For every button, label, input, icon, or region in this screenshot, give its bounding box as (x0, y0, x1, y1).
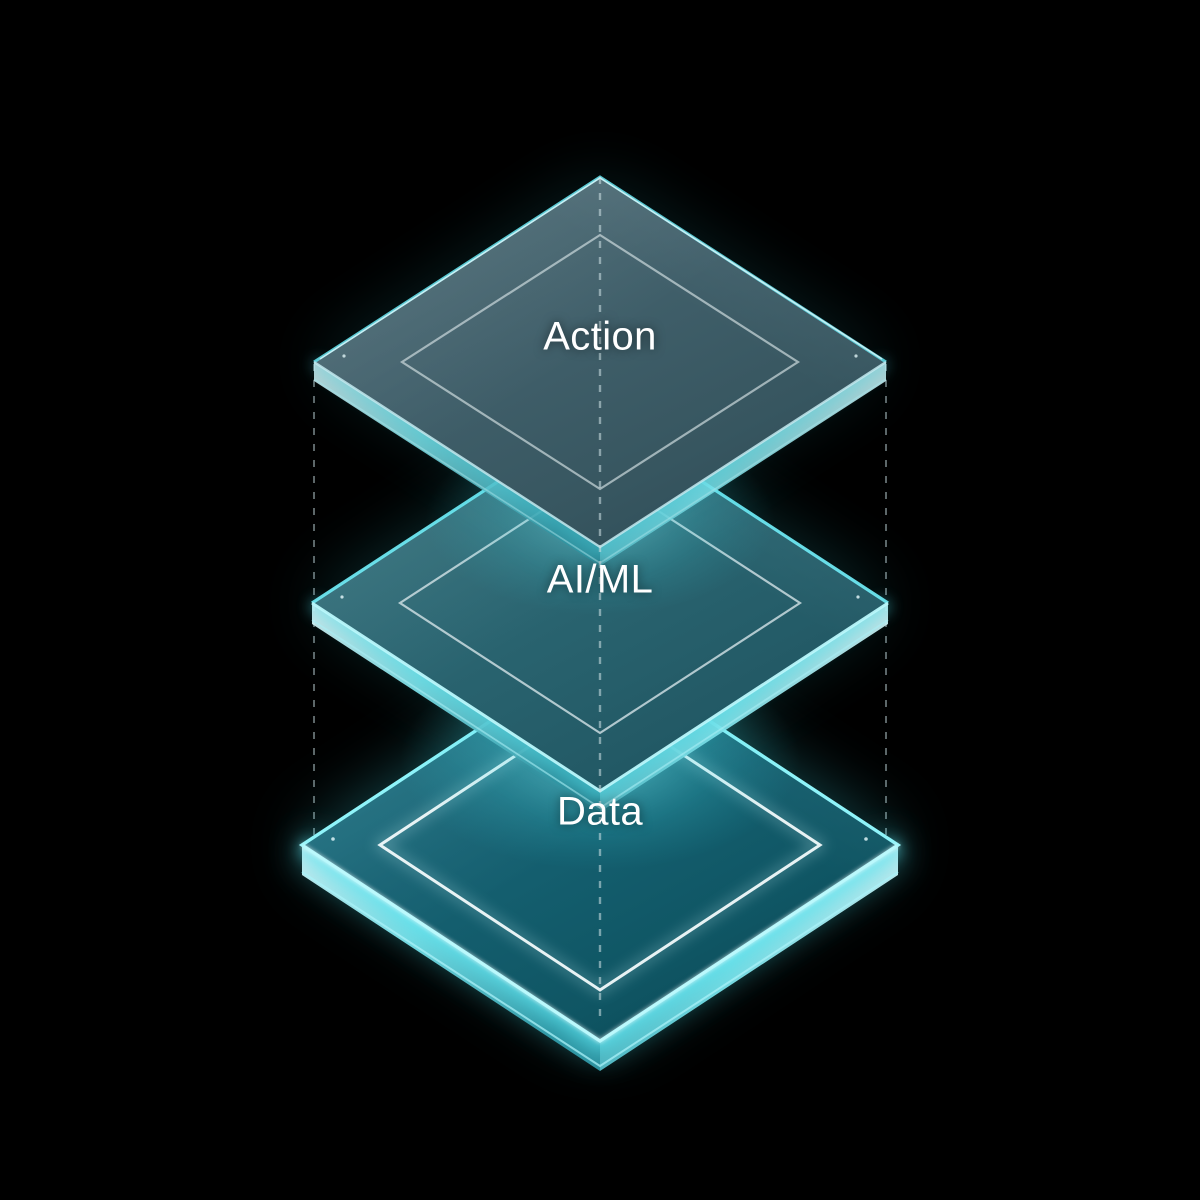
data-ledge-line (301, 871, 899, 1068)
aiml-corner-spec-right (856, 595, 860, 599)
data-rim-hot-lower (301, 843, 899, 1043)
action-inner-frame (399, 233, 801, 491)
action-corner-spec-right (854, 354, 858, 358)
layer-action[interactable] (311, 175, 889, 615)
action-corner-spec-left (342, 354, 346, 358)
data-corner-spec-right (864, 837, 868, 841)
data-corner-spec-left (331, 837, 335, 841)
aiml-corner-spec-left (340, 595, 344, 599)
